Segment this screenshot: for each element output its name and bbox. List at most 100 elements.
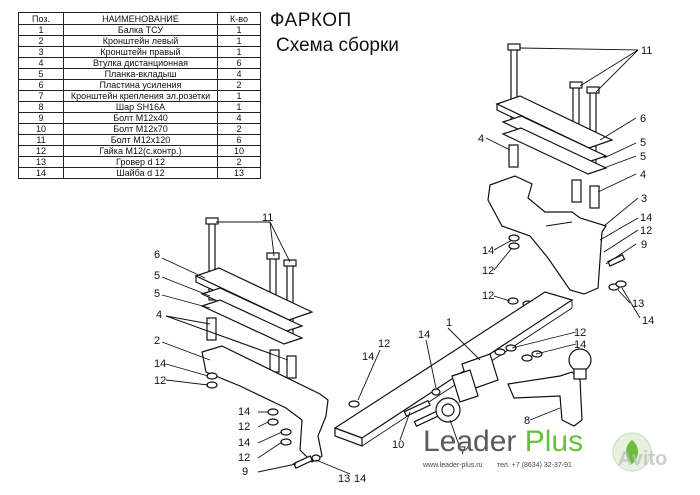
callout-10: 10 [392, 439, 404, 451]
cell-qty: 13 [217, 167, 261, 179]
socket-bracket [451, 369, 479, 403]
leader [603, 197, 639, 227]
callout-7: 7 [460, 445, 466, 457]
spacer-right-2 [571, 179, 582, 203]
nut-right-top [508, 242, 520, 250]
leader [257, 463, 297, 473]
callout-14-right-3: 14 [642, 315, 654, 327]
leader [603, 155, 637, 169]
callout-4-right: 4 [640, 169, 646, 181]
callout-2: 2 [154, 335, 160, 347]
leader [165, 315, 289, 361]
leader [485, 137, 511, 151]
callout-5-right-2: 5 [640, 151, 646, 163]
leader [165, 315, 211, 325]
diagram-title: ФАРКОП [270, 10, 352, 31]
nut-left-1 [267, 418, 279, 426]
logo-leaf-icon [626, 440, 638, 464]
callout-5-left-1: 5 [154, 270, 160, 282]
callout-11-left: 11 [262, 212, 273, 224]
washer-left-top [206, 372, 218, 380]
bolt-m12x70-1 [403, 399, 431, 418]
leader [315, 459, 351, 475]
callout-12-right-1: 12 [640, 225, 652, 237]
cell-qty: 1 [217, 90, 261, 102]
leader [595, 49, 639, 93]
leader [357, 349, 381, 401]
grover-left [280, 438, 292, 446]
callout-14-left-3: 14 [238, 437, 250, 449]
tow-ball-collar [573, 368, 587, 380]
nut-mount-2 [521, 354, 533, 362]
callout-5-left-2: 5 [154, 288, 160, 300]
callout-5-right-1: 5 [640, 137, 646, 149]
leader [165, 379, 209, 386]
callout-14-right-1: 14 [640, 212, 652, 224]
leader [599, 117, 637, 141]
leader [579, 49, 639, 87]
washer-left-bottom [311, 454, 321, 462]
grover-right-side [615, 280, 627, 288]
callout-14-beam-left: 14 [362, 351, 374, 363]
callout-14-right-2: 14 [482, 245, 494, 257]
washer-beam-left [348, 400, 360, 408]
leader [493, 247, 513, 271]
spacer-left-3 [286, 355, 297, 379]
avito-watermark: Avito [618, 448, 668, 470]
leader [603, 142, 637, 159]
leader [605, 243, 637, 265]
bracket-edge [545, 221, 573, 227]
brand-url: www.leader-plus.ru [423, 462, 483, 469]
callout-12-mount-1: 12 [574, 327, 586, 339]
callout-9-right: 9 [641, 239, 647, 251]
brand-name: Leader Plus [423, 425, 583, 459]
callout-4-left: 4 [156, 309, 162, 321]
callout-12-left-2: 12 [238, 421, 250, 433]
leader [599, 217, 639, 241]
leader [257, 421, 269, 428]
callout-13-left: 13 [338, 473, 350, 485]
leader [161, 294, 211, 309]
washer-mount-1 [505, 344, 517, 352]
washer-left-1 [267, 408, 279, 416]
callout-12-right-2: 12 [482, 265, 494, 277]
leader [449, 419, 461, 449]
tow-ball [568, 348, 592, 372]
leader [529, 407, 561, 421]
leader [535, 343, 577, 355]
callout-14-mount: 14 [574, 339, 586, 351]
leader [621, 287, 641, 319]
spacer-right-3 [589, 185, 600, 209]
table-header-row: Поз. НАИМЕНОВАНИЕ К-во [18, 12, 261, 25]
callout-1: 1 [446, 317, 452, 329]
leader [603, 229, 639, 253]
callout-14-left-1: 14 [154, 358, 166, 370]
bolt-head [205, 217, 219, 225]
bolt-head [586, 86, 600, 94]
leader [257, 431, 283, 444]
callout-14-left-4: 14 [354, 473, 366, 485]
callout-13-right: 13 [632, 298, 644, 310]
leader [519, 47, 639, 51]
washer-bolt-10 [431, 388, 441, 396]
right-bracket-assembly [487, 43, 627, 308]
callout-14-left-2: 14 [238, 406, 250, 418]
bolt-head [283, 259, 297, 267]
towbar-beam [333, 291, 592, 447]
leader [597, 173, 637, 193]
leader [493, 295, 511, 302]
right-bracket [487, 175, 607, 295]
leader-plus-logo [612, 432, 652, 472]
leader [161, 341, 211, 361]
callout-9-left: 9 [242, 466, 248, 478]
